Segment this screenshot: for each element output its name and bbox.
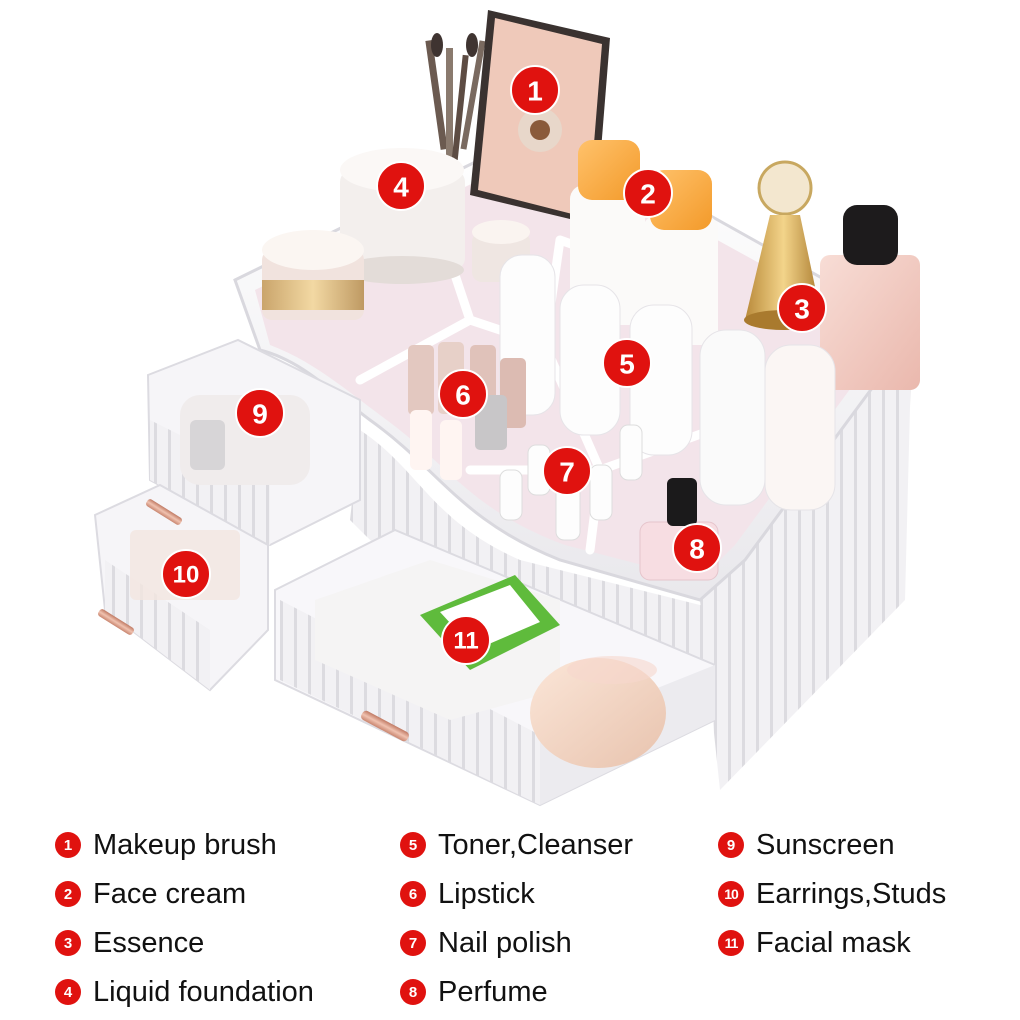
toner-bottle <box>820 205 920 390</box>
legend-item-sunscreen: 9 Sunscreen <box>718 825 895 865</box>
callout-number: 2 <box>640 179 656 210</box>
legend-badge: 5 <box>400 832 426 858</box>
legend-item-earrings-studs: 10 Earrings,Studs <box>718 874 946 914</box>
legend-item-toner-cleanser: 5 Toner,Cleanser <box>400 825 633 865</box>
legend-badge: 3 <box>55 930 81 956</box>
callout-number: 1 <box>527 76 543 107</box>
legend-item-essence: 3 Essence <box>55 923 204 963</box>
makeup-brushes <box>425 33 486 160</box>
legend-item-perfume: 8 Perfume <box>400 972 548 1012</box>
legend-badge: 1 <box>55 832 81 858</box>
callout-badge-11: 11 <box>441 615 491 665</box>
callout-badge-5: 5 <box>602 338 652 388</box>
callout-number: 4 <box>393 172 409 203</box>
legend-badge: 2 <box>55 881 81 907</box>
legend-label: Toner,Cleanser <box>438 828 634 861</box>
nail-polish-bottles <box>499 424 643 541</box>
callout-badge-7: 7 <box>542 446 592 496</box>
callout-badge-4: 4 <box>376 161 426 211</box>
legend-badge: 10 <box>718 881 744 907</box>
legend-badge: 7 <box>400 930 426 956</box>
callout-badge-6: 6 <box>438 369 488 419</box>
legend-item-lipstick: 6 Lipstick <box>400 874 535 914</box>
callout-number: 8 <box>689 534 705 565</box>
legend-badge: 9 <box>718 832 744 858</box>
legend: 1 Makeup brush 2 Face cream 3 Essence 4 … <box>0 820 1020 1020</box>
callout-badge-10: 10 <box>161 549 211 599</box>
eyeshadow-palette <box>470 10 610 225</box>
legend-label: Facial mask <box>756 926 911 959</box>
cream-jar-small <box>262 230 364 320</box>
legend-item-face-cream: 2 Face cream <box>55 874 246 914</box>
legend-label: Essence <box>93 926 205 959</box>
drawer-upper-left <box>146 338 361 547</box>
legend-label: Lipstick <box>438 877 535 910</box>
callout-number: 9 <box>252 399 268 430</box>
legend-label: Makeup brush <box>93 828 277 861</box>
legend-badge: 6 <box>400 881 426 907</box>
legend-item-makeup-brush: 1 Makeup brush <box>55 825 277 865</box>
legend-badge: 11 <box>718 930 744 956</box>
legend-label: Face cream <box>93 877 247 910</box>
legend-item-liquid-foundation: 4 Liquid foundation <box>55 972 314 1012</box>
drawer-bottom <box>274 528 716 807</box>
callout-number: 11 <box>453 628 478 655</box>
callout-number: 3 <box>794 294 810 325</box>
callout-number: 10 <box>173 562 200 589</box>
legend-badge: 8 <box>400 979 426 1005</box>
callout-badge-9: 9 <box>235 388 285 438</box>
callout-badge-8: 8 <box>672 523 722 573</box>
legend-item-nail-polish: 7 Nail polish <box>400 923 572 963</box>
legend-label: Sunscreen <box>756 828 895 861</box>
legend-item-facial-mask: 11 Facial mask <box>718 923 911 963</box>
callout-badge-2: 2 <box>623 168 673 218</box>
callout-badge-1: 1 <box>510 65 560 115</box>
callout-badge-3: 3 <box>777 283 827 333</box>
callout-number: 7 <box>559 457 575 488</box>
legend-label: Earrings,Studs <box>756 877 947 910</box>
legend-badge: 4 <box>55 979 81 1005</box>
legend-label: Liquid foundation <box>93 975 314 1008</box>
legend-label: Perfume <box>438 975 548 1008</box>
callout-number: 5 <box>619 349 635 380</box>
callout-number: 6 <box>455 380 471 411</box>
legend-label: Nail polish <box>438 926 572 959</box>
organizer-illustration: 1 2 3 4 5 6 7 8 9 10 11 <box>93 10 920 807</box>
